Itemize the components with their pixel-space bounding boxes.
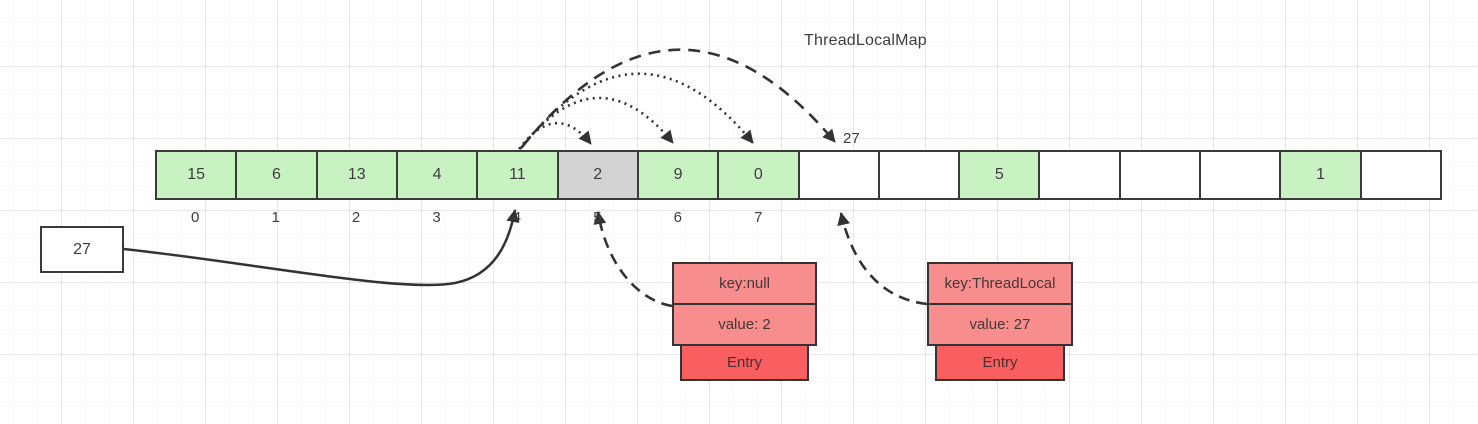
index-label-3: 3 xyxy=(432,209,441,226)
array-cell-8 xyxy=(799,152,880,198)
index-label-0: 0 xyxy=(191,209,200,226)
array-cell-5: 2 xyxy=(558,152,639,198)
index-label-1: 1 xyxy=(271,209,280,226)
entry-key-row: key:null xyxy=(672,262,817,305)
entry-footer: Entry xyxy=(680,344,809,381)
array-cell-2: 13 xyxy=(317,152,398,198)
array-cell-11 xyxy=(1040,152,1121,198)
diagram-title: ThreadLocalMap xyxy=(804,32,927,49)
dotted-arc-to-index-5 xyxy=(517,121,593,150)
array-cell-4: 11 xyxy=(478,152,559,198)
array-cell-6: 9 xyxy=(638,152,720,198)
array-cell-9 xyxy=(879,152,961,198)
index-label-7: 7 xyxy=(754,209,763,226)
array-cell-13 xyxy=(1201,152,1282,198)
entry-box-threadlocal: key:ThreadLocal value: 27 Entry xyxy=(927,262,1073,381)
array-cell-0: 15 xyxy=(157,152,238,198)
index-label-4: 4 xyxy=(512,209,522,226)
dotted-arc-to-index-7 xyxy=(519,72,755,149)
index-label-5: 5 xyxy=(593,209,602,226)
array-cell-7: 0 xyxy=(719,152,800,198)
array-cell-12 xyxy=(1120,152,1202,198)
entry-footer: Entry xyxy=(935,344,1065,381)
array-cell-10: 5 xyxy=(960,152,1041,198)
probe-slot-label: 27 xyxy=(843,130,860,147)
entry-box-null: key:null value: 2 Entry xyxy=(672,262,817,381)
array-cell-15 xyxy=(1361,152,1440,198)
value-box: 27 xyxy=(40,226,124,273)
index-label-6: 6 xyxy=(673,209,683,226)
entry-value-row: value: 27 xyxy=(927,303,1073,346)
dashed-arrow-entry-null-to-index-5 xyxy=(593,211,673,308)
array-cell-1: 6 xyxy=(237,152,318,198)
array-cell-14: 1 xyxy=(1281,152,1362,198)
dashed-arrow-entry-threadlocal-to-index-8 xyxy=(837,212,928,306)
dotted-arc-to-index-6 xyxy=(518,96,675,150)
entry-value-row: value: 2 xyxy=(672,303,817,346)
index-label-2: 2 xyxy=(351,209,361,226)
array-cell-3: 4 xyxy=(397,152,479,198)
entry-key-row: key:ThreadLocal xyxy=(927,262,1073,305)
dashed-arc-to-index-8 xyxy=(520,48,836,148)
